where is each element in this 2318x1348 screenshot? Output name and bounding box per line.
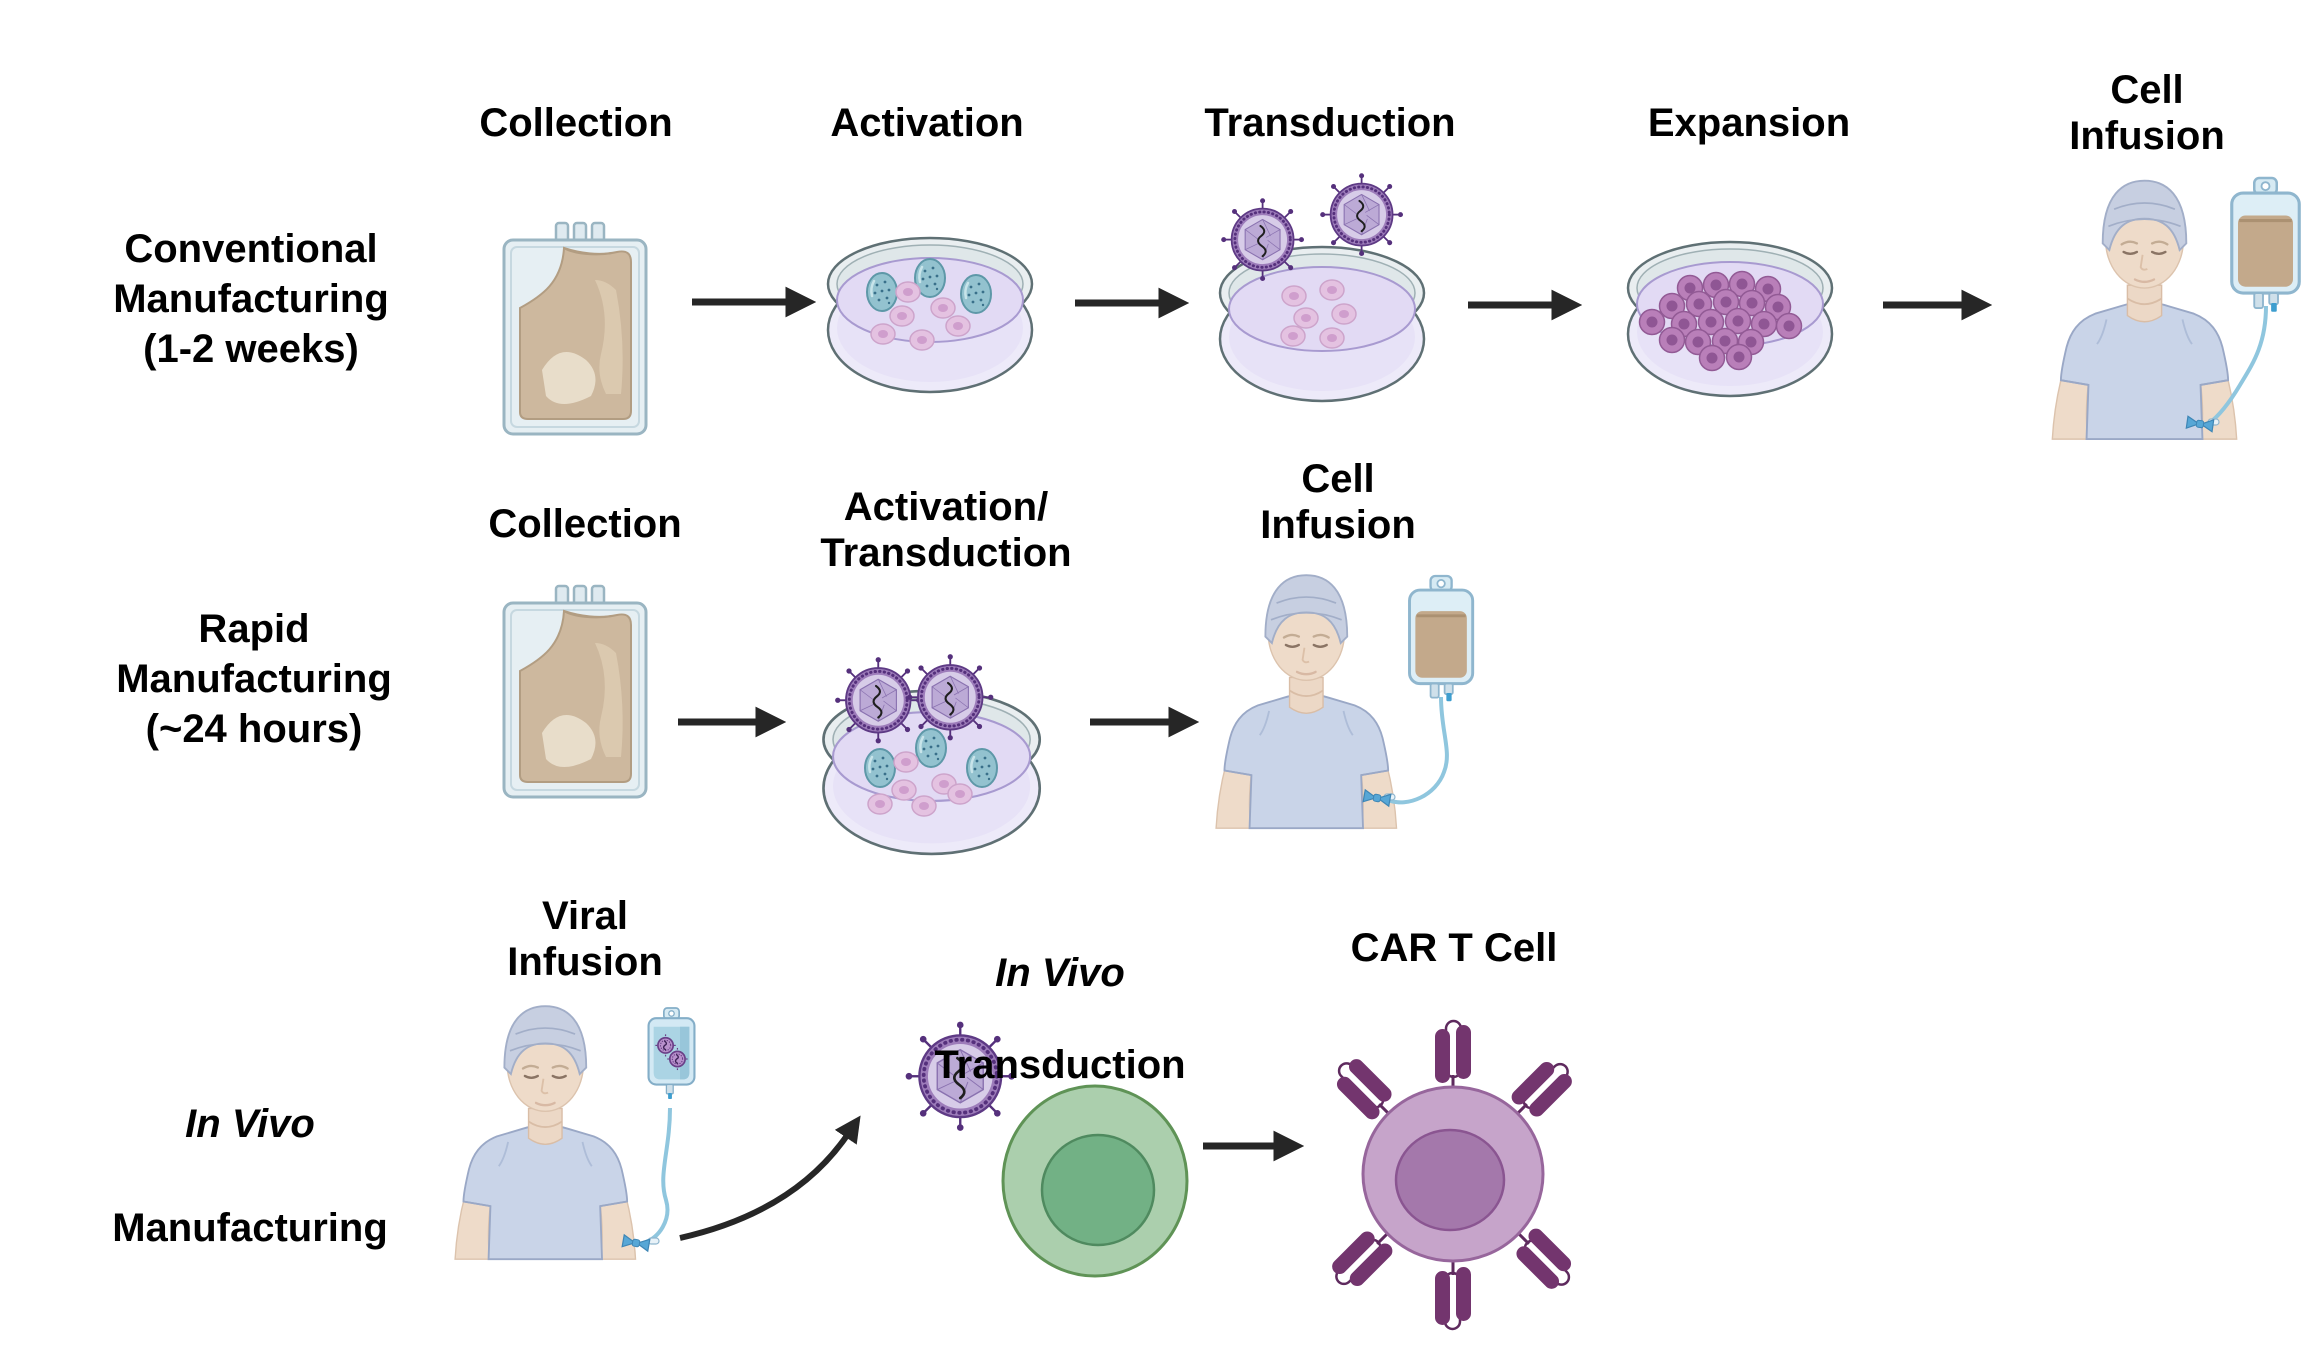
blood-bag-icon (502, 221, 648, 436)
viral-iv-bag-icon (647, 1006, 696, 1101)
heading-cell-infusion: Cell Infusion (2069, 68, 2225, 158)
heading-viral-infusion: Viral Infusion (507, 894, 663, 984)
green-cell-icon (1001, 1084, 1189, 1278)
row1-conventional-manufacturing (502, 171, 2301, 441)
virus-icon (905, 652, 995, 742)
row3-in-vivo-manufacturing (453, 1005, 1582, 1331)
heading-in-vivo-italic: In Vivo (995, 951, 1125, 995)
iv-tube (2206, 305, 2268, 426)
heading-collection: Collection (479, 101, 673, 145)
iv-tube (1387, 696, 1449, 805)
activation-transduction-dish-icon (822, 652, 1042, 856)
heading-transduction: Transduction (1204, 101, 1456, 145)
heading-collection-2: Collection (488, 502, 682, 546)
heading-activation-transduction: Activation/ Transduction (820, 485, 1072, 575)
row3-label-italic: In Vivo (185, 1102, 315, 1146)
heading-expansion: Expansion (1647, 101, 1851, 145)
heading-in-vivo-transduction: In Vivo Transduction (934, 904, 1185, 1134)
virus-icon (833, 655, 923, 745)
curved-arrow-infusion-to-transduction (679, 1115, 861, 1241)
virus-icon (1318, 171, 1405, 258)
row1-label: Conventional Manufacturing (1-2 weeks) (113, 227, 389, 371)
car-t-cell-icon (1324, 1019, 1582, 1331)
iv-tube (645, 1107, 672, 1244)
row3-label-rest: Manufacturing (112, 1206, 388, 1250)
patient-cell-infusion-icon (1214, 574, 1475, 830)
row2-rapid-manufacturing (502, 574, 1475, 856)
expansion-dish-icon (1626, 240, 1834, 398)
patient-viral-infusion-icon (453, 1005, 696, 1261)
row3-label: In Vivo Manufacturing (112, 1046, 388, 1306)
iv-bag-icon (1408, 574, 1475, 703)
row2-label: Rapid Manufacturing (~24 hours) (116, 607, 392, 751)
heading-activation: Activation (830, 101, 1024, 145)
blood-bag-icon (502, 584, 648, 799)
activation-dish-icon (826, 236, 1034, 394)
heading-car-t-cell: CAR T Cell (1350, 926, 1558, 970)
heading-cell-infusion-2: Cell Infusion (1260, 457, 1416, 547)
iv-bag-icon (2230, 176, 2301, 314)
transduction-dish-icon (1218, 171, 1426, 403)
virus-icon (1219, 196, 1306, 283)
patient-cell-infusion-icon (2051, 176, 2301, 441)
heading-transduction-rest: Transduction (934, 1043, 1186, 1087)
